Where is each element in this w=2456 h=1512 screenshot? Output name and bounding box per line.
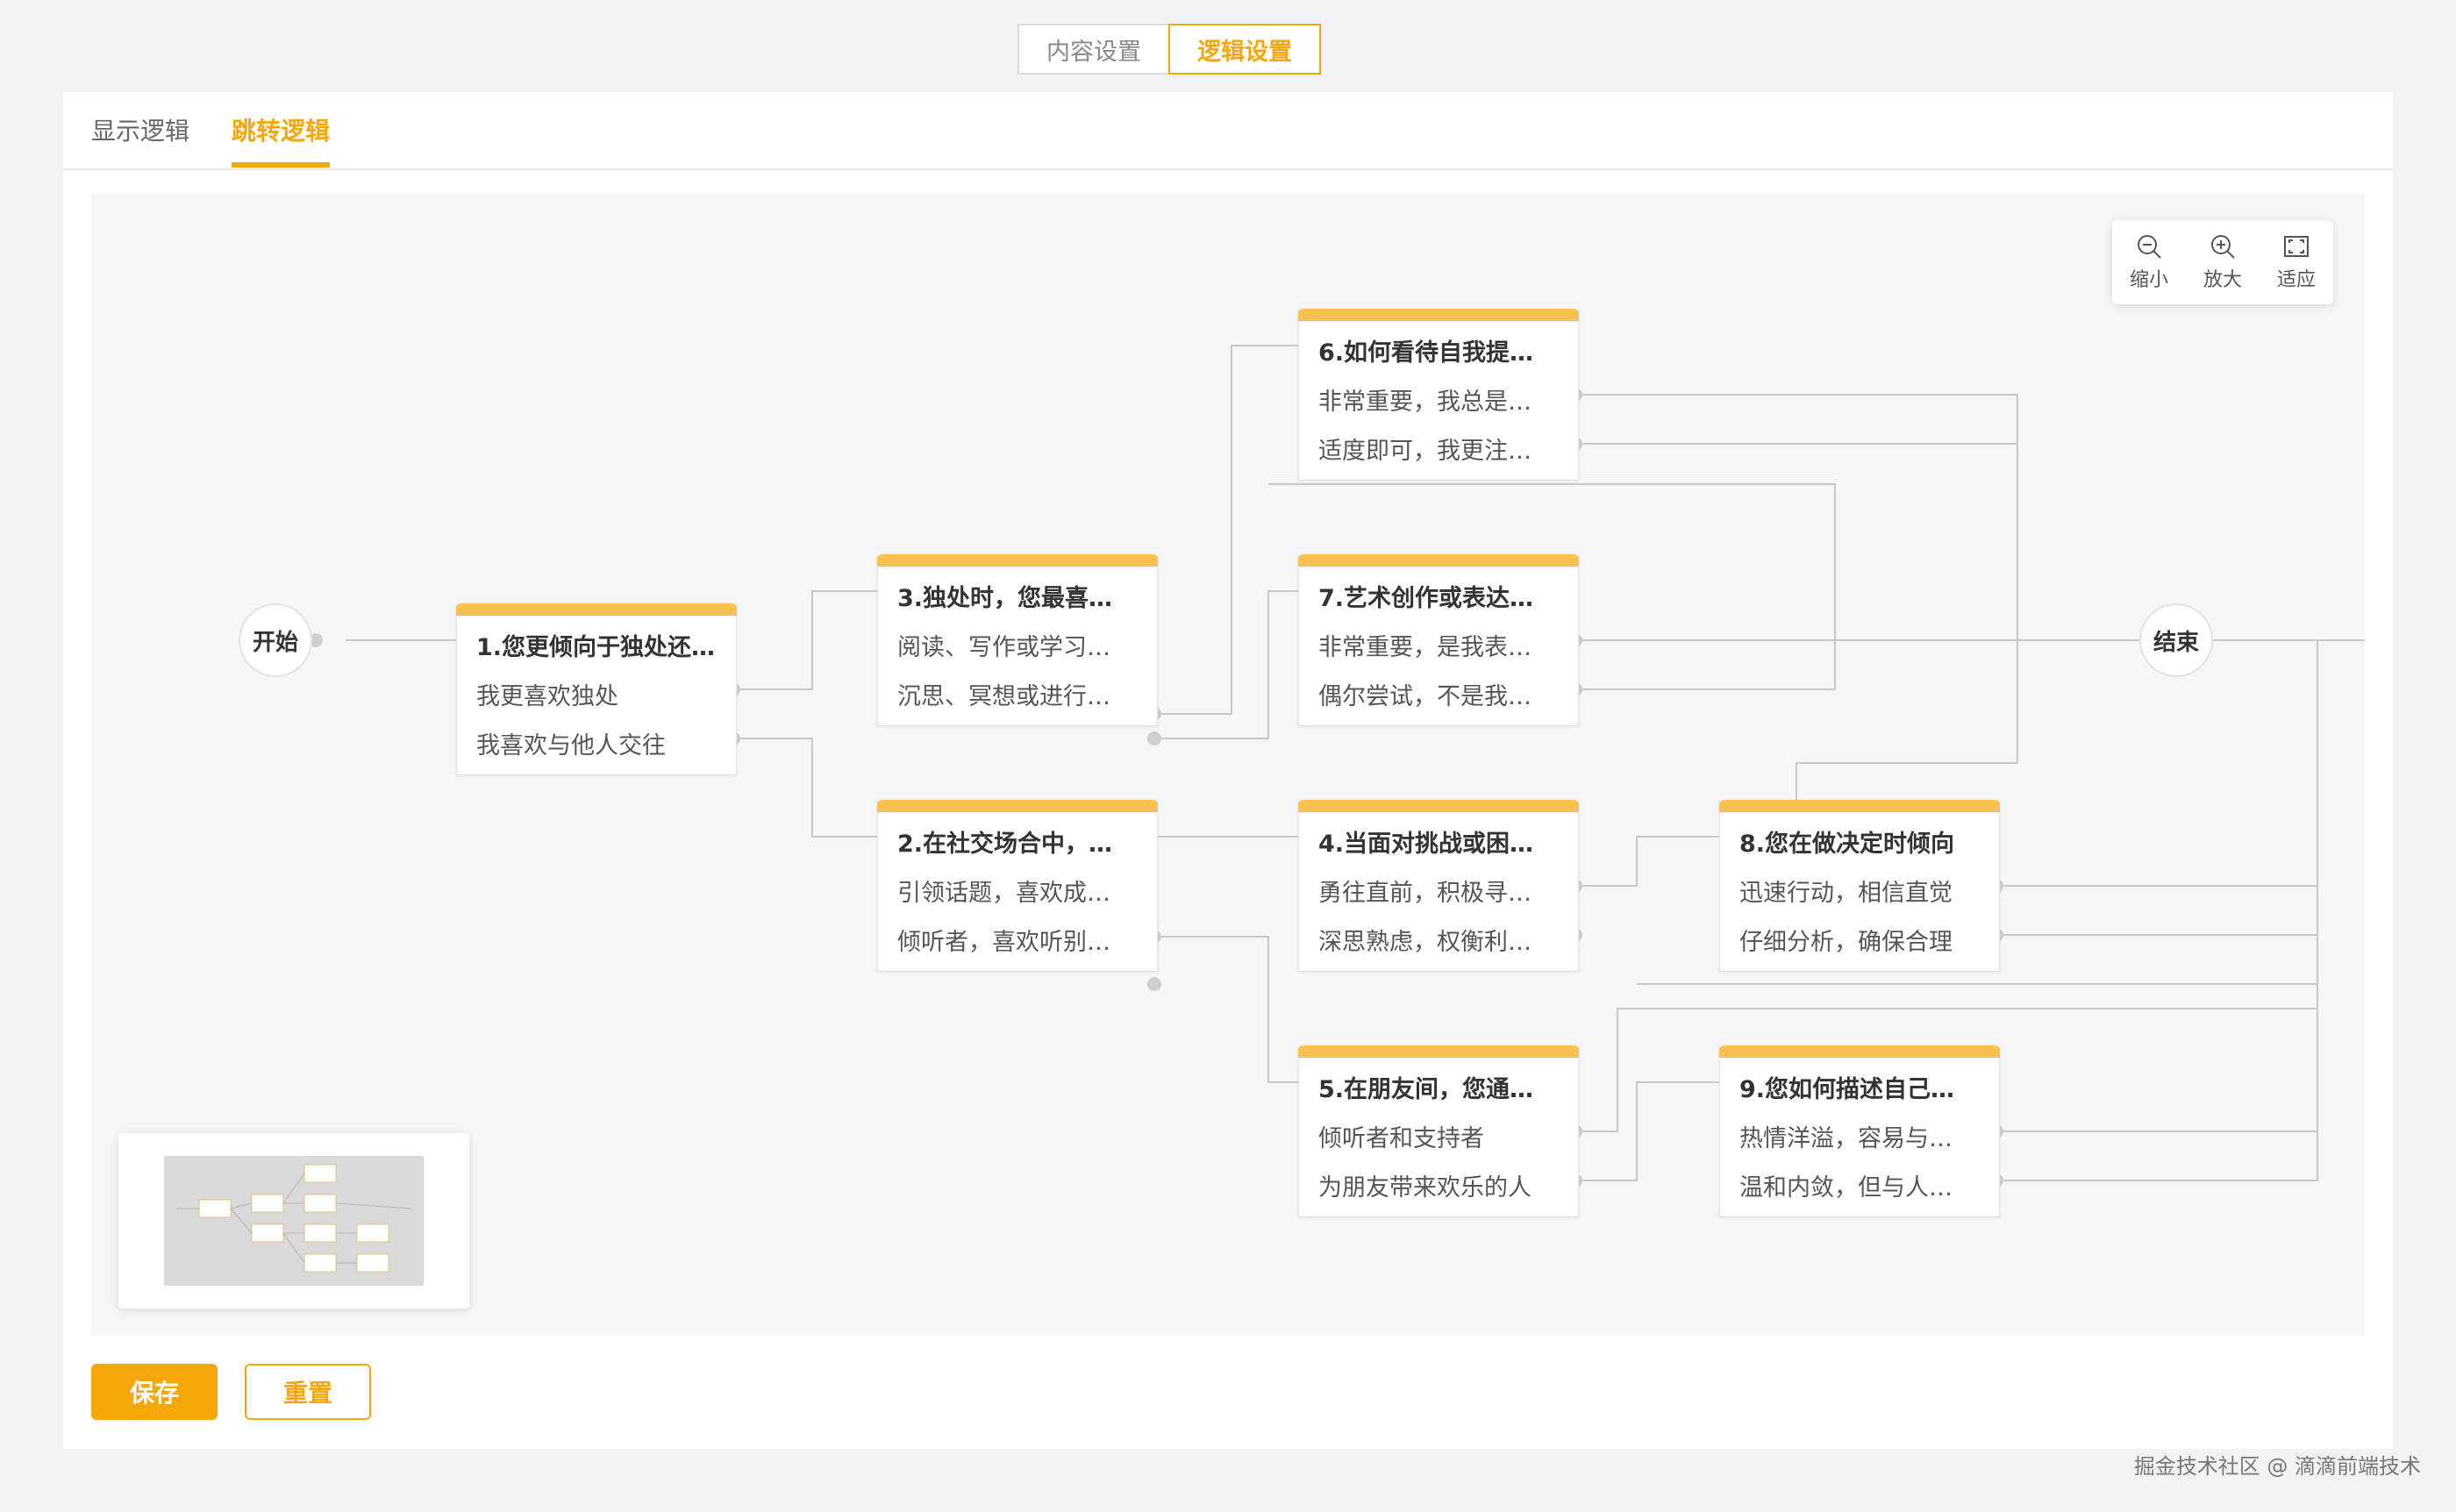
node-title: 3.独处时，您最喜… [897, 585, 1113, 612]
node-option: 为朋友带来欢乐的人 [1318, 1174, 1531, 1202]
end-node[interactable]: 结束 [2139, 603, 2213, 677]
watermark: 掘金技术社区 @ 滴滴前端技术 [2133, 1454, 2421, 1479]
node-option: 非常重要，我总是… [1318, 389, 1531, 416]
edge-line [1268, 483, 1836, 690]
minimap-viewport[interactable] [164, 1156, 424, 1286]
node-title: 4.当面对挑战或困… [1318, 831, 1534, 858]
question-node-4[interactable]: 4.当面对挑战或困… 勇往直前，积极寻… 深思熟虑，权衡利… [1298, 800, 1579, 972]
minimap-graph [176, 1164, 412, 1273]
edge-line [1575, 836, 1768, 887]
question-node-8[interactable]: 8.您在做决定时倾向 迅速行动，相信直觉 仔细分析，确保合理 [1719, 800, 2000, 972]
tab-content-settings[interactable]: 内容设置 [1017, 24, 1170, 75]
logic-subtabs: 显示逻辑 跳转逻辑 [63, 92, 2393, 170]
question-node-5[interactable]: 5.在朋友间，您通… 倾听者和支持者 为朋友带来欢乐的人 [1298, 1045, 1579, 1217]
node-header-bar [1298, 800, 1579, 812]
node-option: 温和内敛，但与人… [1739, 1174, 1953, 1202]
node-option: 偶尔尝试，不是我… [1318, 683, 1531, 710]
node-title: 1.您更倾向于独处还… [476, 634, 716, 661]
start-node[interactable]: 开始 [239, 603, 312, 677]
node-option: 倾听者和支持者 [1318, 1125, 1484, 1152]
zoom-in-button[interactable]: 放大 [2189, 232, 2256, 292]
node-option: 倾听者，喜欢听别… [897, 929, 1110, 956]
node-option: 我喜欢与他人交往 [476, 732, 666, 760]
fit-view-icon [2284, 236, 2309, 257]
node-option: 迅速行动，相信直觉 [1739, 880, 1953, 907]
node-title: 6.如何看待自我提… [1318, 339, 1534, 367]
node-option: 勇往直前，积极寻… [1318, 880, 1531, 907]
node-option: 引领话题，喜欢成… [897, 880, 1110, 907]
flow-canvas[interactable]: 开始 结束 1.您更倾向于独处还… 我更喜欢独处 我喜欢与他人交往 3.独处时，… [91, 194, 2365, 1336]
node-header-bar [1298, 1045, 1579, 1058]
fit-view-label: 适应 [2276, 269, 2316, 291]
node-title: 8.您在做决定时倾向 [1739, 831, 1955, 858]
zoom-in-label: 放大 [2203, 269, 2242, 291]
node-option: 我更喜欢独处 [476, 683, 618, 710]
node-title: 7.艺术创作或表达… [1318, 585, 1534, 612]
question-node-2[interactable]: 2.在社交场合中，… 引领话题，喜欢成… 倾听者，喜欢听别… [877, 800, 1158, 972]
minimap[interactable] [118, 1133, 469, 1309]
node-option: 沉思、冥想或进行… [897, 683, 1110, 710]
option-port[interactable] [1147, 731, 1161, 745]
node-header-bar [1298, 554, 1579, 567]
zoom-toolbar: 缩小 放大 适应 [2112, 220, 2333, 304]
node-option: 非常重要，是我表… [1318, 634, 1531, 661]
reset-button[interactable]: 重置 [245, 1364, 371, 1420]
node-header-bar [1719, 800, 2000, 812]
edge-line [733, 590, 926, 690]
edge-line [1996, 640, 2318, 1181]
node-header-bar [1298, 309, 1579, 321]
edge-line [1575, 1081, 1768, 1181]
subtab-jump-logic[interactable]: 跳转逻辑 [232, 117, 331, 146]
tab-logic-settings[interactable]: 逻辑设置 [1168, 24, 1321, 75]
question-node-7[interactable]: 7.艺术创作或表达… 非常重要，是我表… 偶尔尝试，不是我… [1298, 554, 1579, 726]
active-tab-indicator [232, 162, 330, 168]
question-node-3[interactable]: 3.独处时，您最喜… 阅读、写作或学习… 沉思、冥想或进行… [877, 554, 1158, 726]
zoom-out-icon [2138, 235, 2161, 259]
question-node-1[interactable]: 1.您更倾向于独处还… 我更喜欢独处 我喜欢与他人交往 [456, 603, 737, 775]
edge-line [1575, 394, 2018, 838]
edge-line [733, 738, 926, 838]
node-option: 仔细分析，确保合理 [1739, 929, 1953, 956]
node-header-bar [1719, 1045, 2000, 1058]
node-title: 5.在朋友间，您通… [1318, 1076, 1534, 1103]
option-port[interactable] [1147, 977, 1161, 991]
node-header-bar [877, 554, 1158, 567]
node-title: 9.您如何描述自己… [1739, 1076, 1955, 1103]
question-node-9[interactable]: 9.您如何描述自己… 热情洋溢，容易与… 温和内敛，但与人… [1719, 1045, 2000, 1217]
edge-line [1575, 1008, 2317, 1132]
option-port[interactable] [309, 633, 323, 647]
node-option: 深思熟虑，权衡利… [1318, 929, 1531, 956]
settings-tabs: 内容设置 逻辑设置 [1017, 24, 1321, 75]
node-option: 热情洋溢，容易与… [1739, 1125, 1953, 1152]
node-header-bar [456, 603, 737, 616]
node-option: 阅读、写作或学习… [897, 634, 1110, 661]
node-option: 适度即可，我更注… [1318, 438, 1531, 465]
zoom-in-icon [2211, 235, 2235, 259]
edge-line [1154, 345, 1347, 715]
question-node-6[interactable]: 6.如何看待自我提… 非常重要，我总是… 适度即可，我更注… [1298, 309, 1579, 481]
zoom-out-label: 缩小 [2129, 269, 2168, 291]
save-button[interactable]: 保存 [91, 1364, 218, 1420]
zoom-out-button[interactable]: 缩小 [2116, 232, 2182, 292]
fit-view-button[interactable]: 适应 [2263, 232, 2330, 292]
node-title: 2.在社交场合中，… [897, 831, 1113, 858]
subtab-display-logic[interactable]: 显示逻辑 [91, 117, 190, 146]
node-header-bar [877, 800, 1158, 812]
